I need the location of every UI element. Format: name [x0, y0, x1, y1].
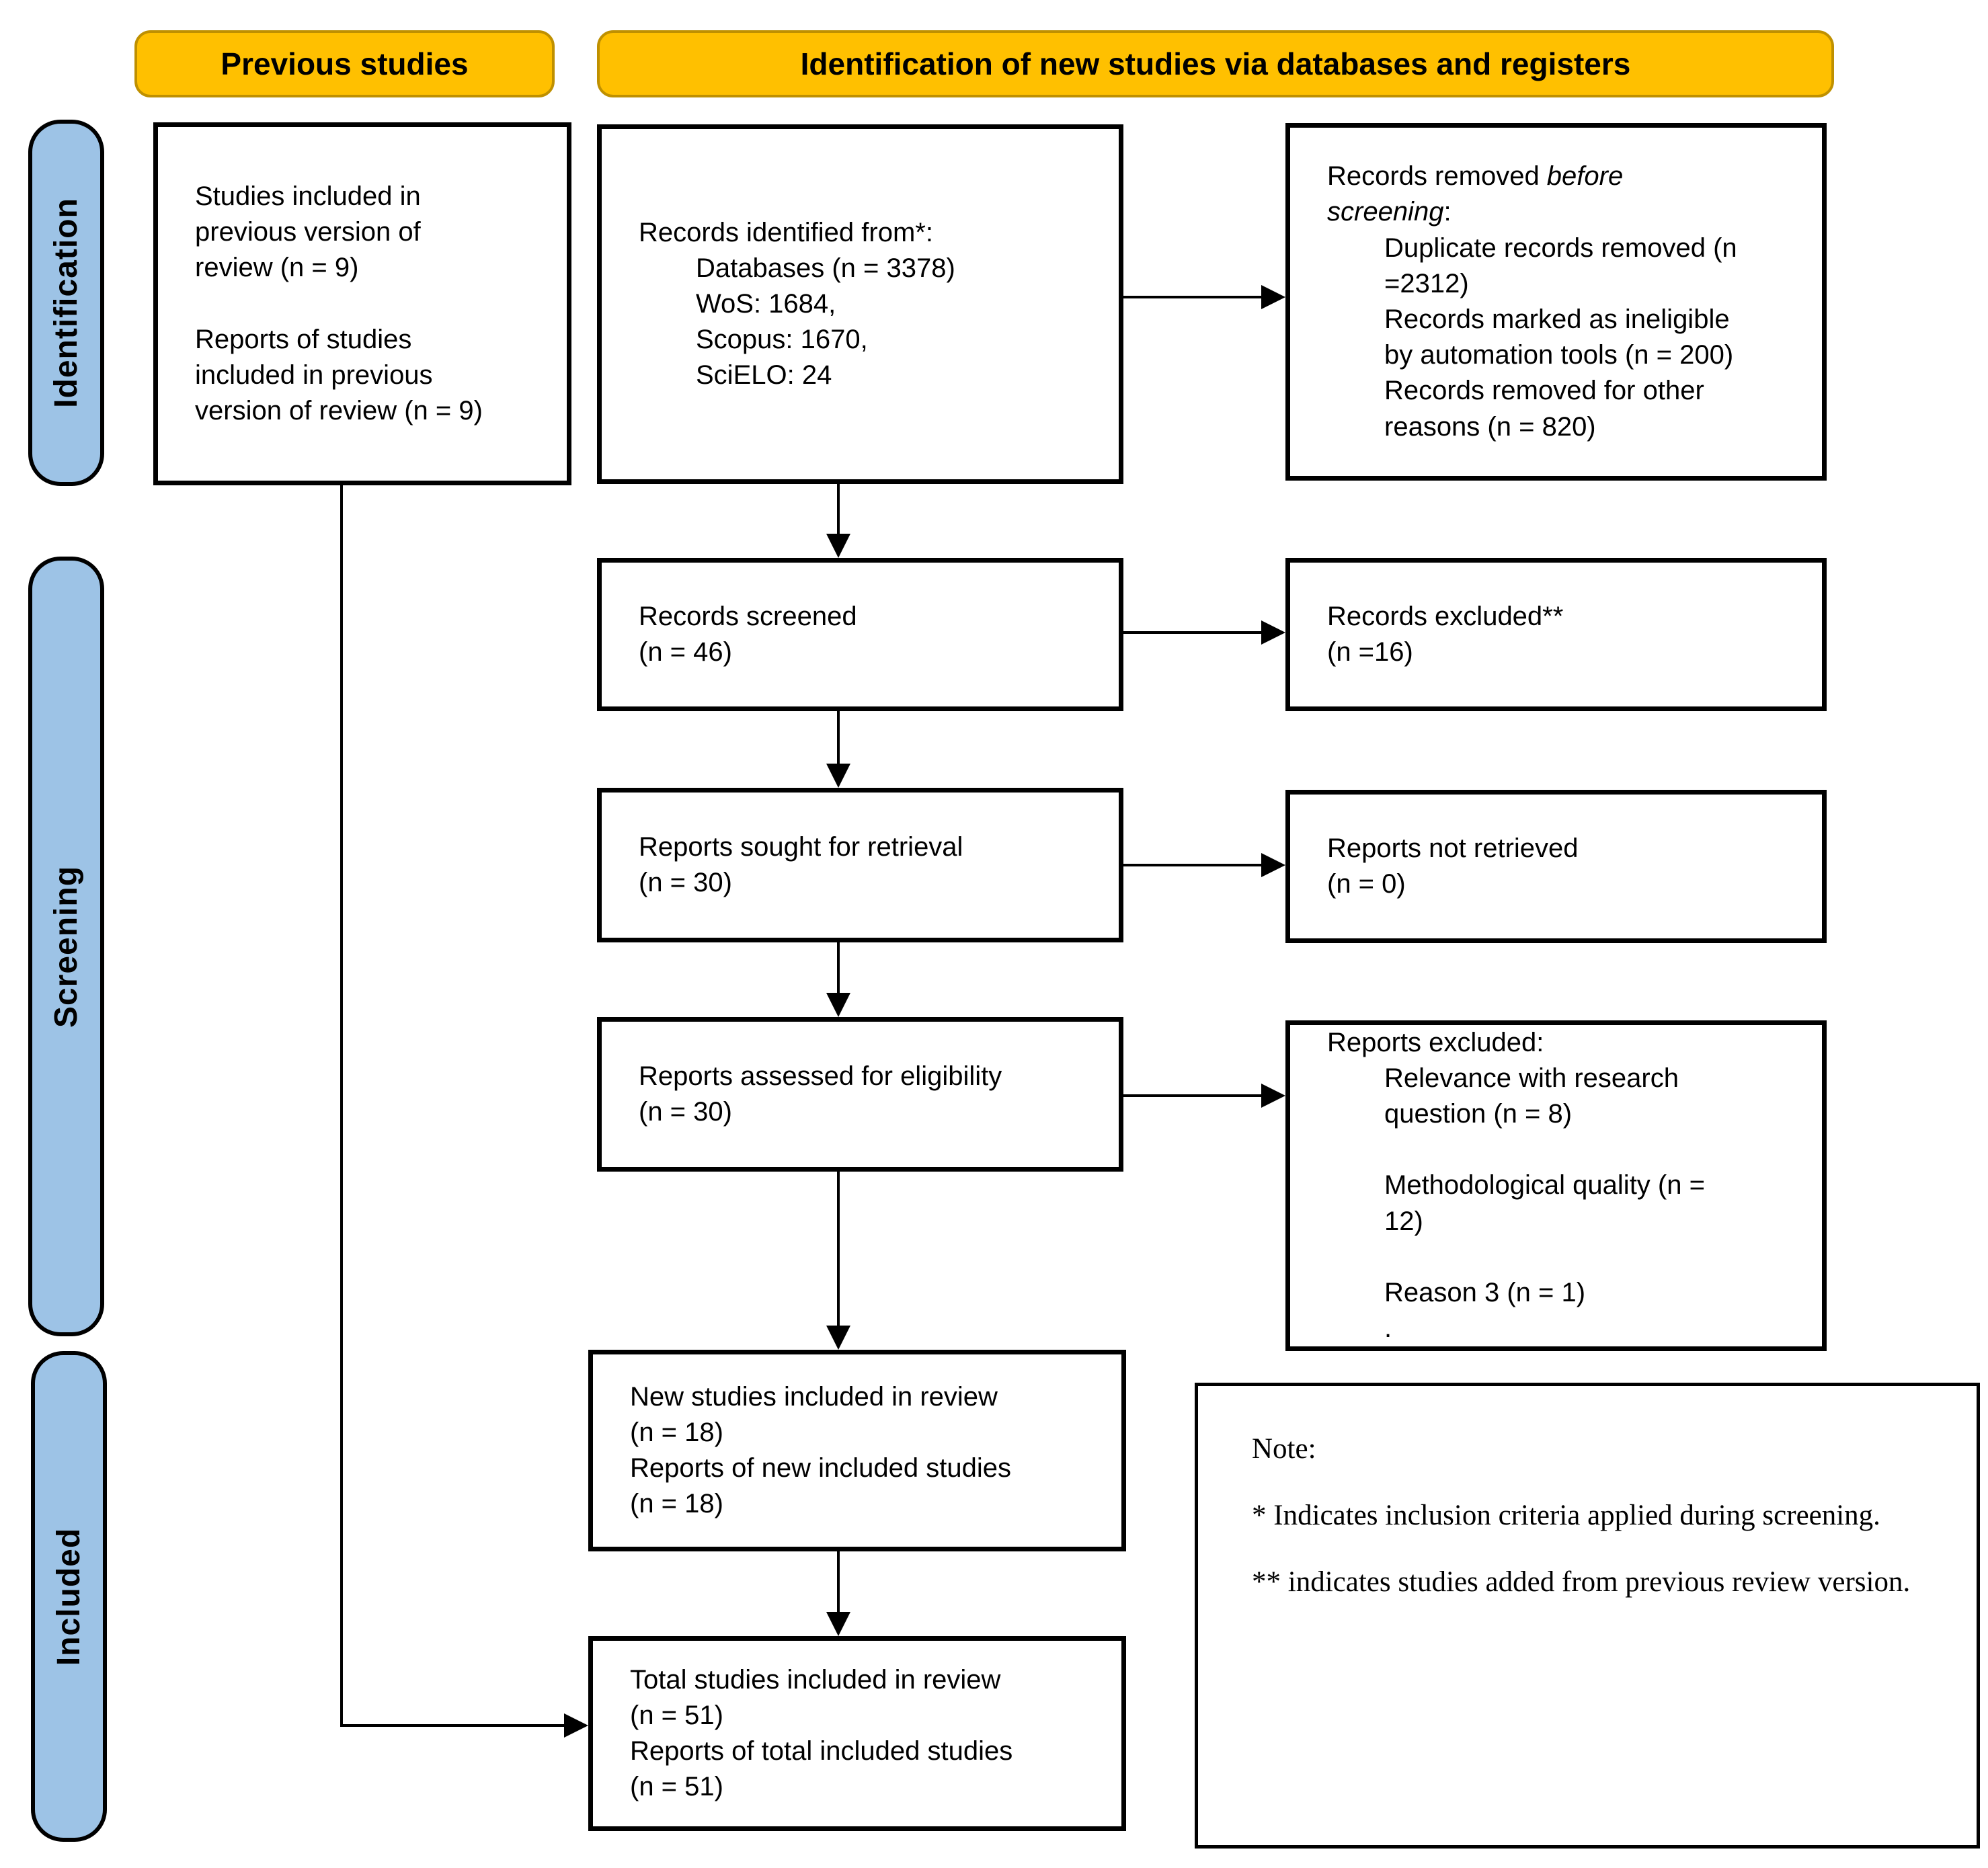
arrow-identified-to-screened-line	[837, 484, 840, 535]
arrow-sought-to-assessed-line	[837, 942, 840, 994]
arrow-assessed-to-newstudies-line	[837, 1172, 840, 1327]
side-label-screening-text: Screening	[48, 865, 85, 1028]
note-line-2: ** indicates studies added from previous…	[1252, 1566, 1911, 1598]
box-records-removed-title-italic: before screening	[1327, 161, 1624, 227]
arrow-previous-to-total-head	[564, 1713, 588, 1738]
arrow-screened-to-sought-head	[826, 764, 850, 788]
arrow-assessed-to-excluded-line	[1123, 1094, 1263, 1097]
box-reports-sought-text: Reports sought for retrieval (n = 30)	[639, 831, 963, 897]
header-identification-new-studies: Identification of new studies via databa…	[597, 30, 1834, 97]
arrow-assessed-to-excluded-head	[1261, 1084, 1285, 1108]
side-label-identification: Identification	[28, 120, 104, 486]
arrow-screened-to-sought-line	[837, 711, 840, 765]
box-reports-not-retrieved-text: Reports not retrieved (n = 0)	[1327, 833, 1579, 899]
box-new-studies-included: New studies included in review (n = 18) …	[588, 1350, 1126, 1551]
box-records-removed-title-prefix: Records removed	[1327, 161, 1547, 192]
box-records-excluded-text: Records excluded** (n =16)	[1327, 601, 1564, 667]
header-identification-new-studies-label: Identification of new studies via databa…	[800, 46, 1631, 81]
arrow-newstudies-to-total-head	[826, 1612, 850, 1636]
box-previous-studies-included-text: Studies included in previous version of …	[195, 181, 483, 425]
box-records-screened: Records screened (n = 46)	[597, 558, 1123, 711]
arrow-identified-to-screened-head	[826, 534, 850, 558]
box-records-screened-text: Records screened (n = 46)	[639, 601, 857, 667]
side-label-included-text: Included	[51, 1527, 87, 1666]
box-reports-assessed-text: Reports assessed for eligibility (n = 30…	[639, 1061, 1002, 1127]
arrow-previous-to-total-vertical	[340, 485, 343, 1727]
side-label-identification-text: Identification	[48, 198, 85, 408]
header-previous-studies-label: Previous studies	[221, 46, 469, 81]
note-label: Note:	[1252, 1433, 1316, 1465]
box-records-removed: Records removed before screening: Duplic…	[1285, 123, 1827, 481]
arrow-screened-to-excluded-head	[1261, 620, 1285, 645]
note-box: Note: * Indicates inclusion criteria app…	[1195, 1383, 1980, 1849]
arrow-sought-to-notretrieved-line	[1123, 864, 1263, 866]
box-records-identified: Records identified from*: Databases (n =…	[597, 124, 1123, 484]
box-reports-excluded-items: Relevance with research question (n = 8)…	[1384, 1063, 1705, 1344]
side-label-screening: Screening	[28, 557, 104, 1336]
box-reports-not-retrieved: Reports not retrieved (n = 0)	[1285, 790, 1827, 943]
box-reports-sought: Reports sought for retrieval (n = 30)	[597, 788, 1123, 942]
box-new-studies-included-text: New studies included in review (n = 18) …	[630, 1381, 1011, 1519]
box-reports-excluded: Reports excluded: Relevance with researc…	[1285, 1020, 1827, 1351]
box-records-removed-items: Duplicate records removed (n =2312) Reco…	[1384, 233, 1737, 442]
box-total-studies-included: Total studies included in review (n = 51…	[588, 1636, 1126, 1831]
arrow-screened-to-excluded-line	[1123, 631, 1263, 634]
box-total-studies-included-text: Total studies included in review (n = 51…	[630, 1664, 1013, 1802]
arrow-newstudies-to-total-line	[837, 1551, 840, 1613]
header-previous-studies: Previous studies	[134, 30, 555, 97]
arrow-sought-to-assessed-head	[826, 993, 850, 1017]
box-records-removed-title: Records removed before screening:	[1327, 159, 1802, 230]
box-previous-studies-included: Studies included in previous version of …	[153, 122, 571, 485]
box-reports-excluded-title: Reports excluded:	[1327, 1027, 1544, 1057]
note-line-1: * Indicates inclusion criteria applied d…	[1252, 1499, 1880, 1531]
box-records-removed-title-suffix: :	[1443, 197, 1452, 227]
side-label-included: Included	[31, 1351, 107, 1842]
arrow-sought-to-notretrieved-head	[1261, 853, 1285, 877]
arrow-previous-to-total-horizontal	[340, 1724, 564, 1727]
arrow-identified-to-removed-head	[1261, 285, 1285, 309]
arrow-identified-to-removed-line	[1123, 296, 1263, 298]
box-records-identified-items: Databases (n = 3378) WoS: 1684, Scopus: …	[696, 253, 955, 391]
box-records-excluded: Records excluded** (n =16)	[1285, 558, 1827, 711]
arrow-assessed-to-newstudies-head	[826, 1326, 850, 1350]
box-reports-assessed: Reports assessed for eligibility (n = 30…	[597, 1017, 1123, 1172]
box-records-identified-title: Records identified from*:	[639, 217, 933, 247]
